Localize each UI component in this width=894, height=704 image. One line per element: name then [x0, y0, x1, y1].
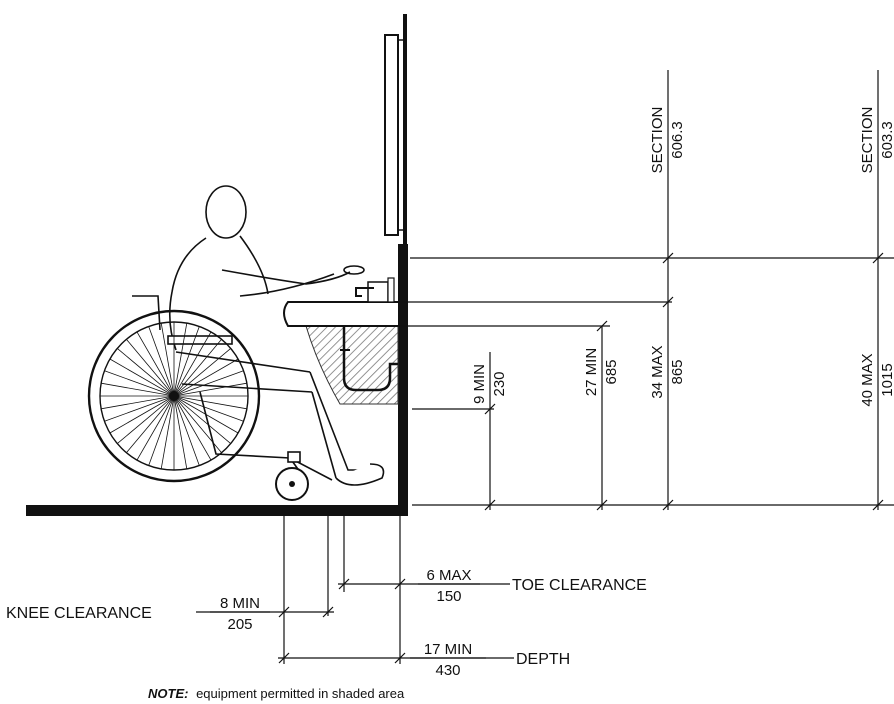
- wheel-spoke: [101, 382, 175, 397]
- depth-label: DEPTH: [516, 651, 570, 668]
- wheelchair-spokes: [100, 322, 248, 470]
- wheel-spoke: [173, 395, 222, 453]
- under-sink-in: 27 MIN: [583, 348, 600, 396]
- wheel-spoke: [136, 395, 175, 461]
- dimension-lines: [196, 70, 894, 664]
- wheel-spoke: [173, 323, 188, 397]
- depth-mm: 430: [435, 662, 460, 679]
- rim-height-in: 34 MAX: [649, 345, 666, 398]
- person-forearm: [239, 273, 335, 297]
- wheel-spoke: [173, 358, 239, 397]
- faucet-handle: [387, 277, 395, 303]
- knee-clearance-label: KNEE CLEARANCE: [6, 605, 152, 622]
- wheel-spoke: [136, 331, 175, 397]
- wheel-spoke: [109, 395, 175, 434]
- knee-depth-in: 8 MIN: [220, 595, 260, 612]
- wheel-spoke: [104, 395, 175, 422]
- wheel-spoke: [117, 348, 175, 397]
- person-thigh: [175, 351, 311, 373]
- person-head: [205, 185, 247, 239]
- wheel-spoke: [173, 395, 244, 422]
- wheelchair-frame: [199, 391, 333, 481]
- wheel-spoke: [173, 339, 222, 397]
- wheel-spoke: [126, 339, 175, 397]
- wheelchair-caster-hub: [289, 481, 295, 487]
- wheel-spoke: [173, 326, 200, 397]
- wall: [398, 244, 408, 516]
- person-arm: [221, 269, 351, 285]
- section-b-number: 603.3: [879, 121, 894, 159]
- note: NOTE: equipment permitted in shaded area: [148, 686, 405, 701]
- mirror-height-mm: 1015: [879, 363, 894, 396]
- wheel-spoke: [173, 382, 247, 397]
- toe-mm: 150: [436, 588, 461, 605]
- wheel-spoke: [173, 395, 239, 434]
- wheelchair-wheel: [87, 309, 261, 483]
- person-chest: [239, 235, 269, 295]
- person-back: [168, 237, 207, 351]
- wheel-spoke: [148, 395, 175, 466]
- wheel-spoke: [173, 395, 188, 469]
- toe-clearance-label: TOE CLEARANCE: [512, 577, 647, 594]
- wheel-spoke: [173, 395, 231, 444]
- wheel-spoke: [173, 370, 244, 397]
- wheel-spoke: [101, 395, 175, 410]
- section-a-number: 606.3: [669, 121, 686, 159]
- under-sink-mm: 685: [603, 359, 620, 384]
- wheel-spoke: [126, 395, 175, 453]
- drain-pipe: [342, 326, 398, 392]
- section-a-label: SECTION: [649, 107, 666, 174]
- wheelchair-hub: [169, 391, 179, 401]
- wheel-spoke: [173, 395, 200, 466]
- wheel-spoke: [173, 395, 247, 410]
- person-leg-back: [311, 391, 337, 479]
- section-b-label: SECTION: [859, 107, 876, 174]
- wheelchair-caster-fork: [287, 451, 301, 463]
- note-prefix: NOTE:: [148, 686, 188, 701]
- knee-height-mm: 230: [491, 371, 508, 396]
- wheel-spoke: [148, 326, 175, 397]
- toe-in: 6 MAX: [426, 567, 471, 584]
- person-foot: [335, 463, 385, 486]
- note-text: equipment permitted in shaded area: [196, 686, 405, 701]
- wheel-spoke: [173, 331, 212, 397]
- wheel-spoke: [109, 358, 175, 397]
- wheelchair-armrest: [167, 335, 233, 345]
- wheel-spoke: [104, 370, 175, 397]
- wheel-spoke: [160, 323, 175, 397]
- wheelchair-backrest: [132, 295, 161, 331]
- wheel-spoke: [160, 395, 175, 469]
- floor: [26, 505, 408, 516]
- faucet-spout: [355, 287, 374, 297]
- wheel-spoke: [173, 348, 231, 397]
- mirror-height-in: 40 MAX: [859, 353, 876, 406]
- equipment-shaded-area: [305, 325, 399, 405]
- lavatory-basin: [283, 301, 398, 327]
- depth-in: 17 MIN: [424, 641, 472, 658]
- faucet-base: [367, 281, 389, 303]
- knee-height-in: 9 MIN: [471, 364, 488, 404]
- mirror: [384, 34, 399, 236]
- knee-depth-mm: 205: [227, 616, 252, 633]
- wheel-spoke: [173, 395, 212, 461]
- person-hand: [343, 265, 365, 275]
- wheel-spoke: [117, 395, 175, 444]
- rim-height-mm: 865: [669, 359, 686, 384]
